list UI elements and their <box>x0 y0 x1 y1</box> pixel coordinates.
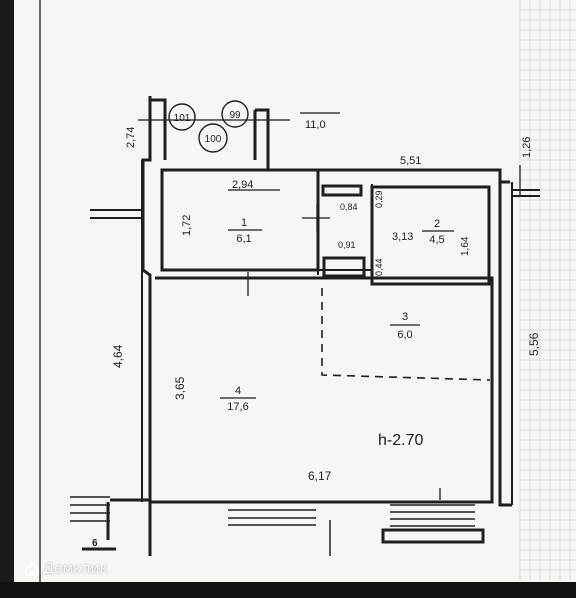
wall-stubs <box>90 189 540 219</box>
marker-100-label: 100 <box>205 134 222 145</box>
dim-11-0: 11,0 <box>305 119 326 131</box>
dim-0-29: 0,29 <box>374 190 384 208</box>
room-4-number: 4 <box>235 385 241 397</box>
room-1-area: 6,1 <box>236 233 251 245</box>
marker-101-circle <box>168 103 196 131</box>
dim-4-64: 4,64 <box>111 344 125 368</box>
dim-1-26: 1,26 <box>521 137 533 158</box>
marker-100-circle <box>198 123 228 153</box>
dim-5-56: 5,56 <box>527 332 541 356</box>
marker-99-circle <box>221 100 249 128</box>
dim-6-17: 6,17 <box>308 469 332 483</box>
room-4-area: 17,6 <box>227 401 248 413</box>
bottom-dark-bar <box>0 582 576 598</box>
dim-1-64: 1,64 <box>460 236 471 256</box>
walls <box>106 96 513 556</box>
dim-2-74: 2,74 <box>125 127 137 148</box>
room-1-number: 1 <box>241 217 247 229</box>
dim-0-91: 0,91 <box>338 240 356 250</box>
dim-0-84: 0,84 <box>340 202 358 212</box>
marker-101-label: 101 <box>174 113 191 124</box>
marker-circles <box>168 100 249 153</box>
entrance-stairs <box>381 504 485 544</box>
plan-sheet <box>14 0 576 582</box>
room-3-dashed-partition <box>321 288 491 381</box>
window-bottom <box>228 501 316 526</box>
ceiling-height-label: h-2.70 <box>378 432 423 449</box>
marker-99-label: 99 <box>229 110 241 121</box>
house-logo-icon <box>25 561 39 576</box>
dim-1-72: 1,72 <box>181 215 193 236</box>
watermark-text: Домклик <box>43 561 109 577</box>
room-3-number: 3 <box>402 311 408 323</box>
dim-3-13: 3,13 <box>392 231 413 243</box>
dim-3-65: 3,65 <box>173 376 187 400</box>
dim-0-44: 0,44 <box>374 258 384 276</box>
background-grid <box>519 0 576 580</box>
room-3-area: 6,0 <box>397 329 412 341</box>
room-2-number: 2 <box>434 218 440 230</box>
dim-2-94: 2,94 <box>232 179 253 191</box>
room-2-area: 4,5 <box>429 234 444 246</box>
dim-5-51: 5,51 <box>400 155 421 167</box>
domclick-watermark: Домклик <box>24 561 108 577</box>
dimension-lines <box>138 112 521 500</box>
stairs-left <box>70 496 116 551</box>
dim-6: 6 <box>92 538 98 549</box>
